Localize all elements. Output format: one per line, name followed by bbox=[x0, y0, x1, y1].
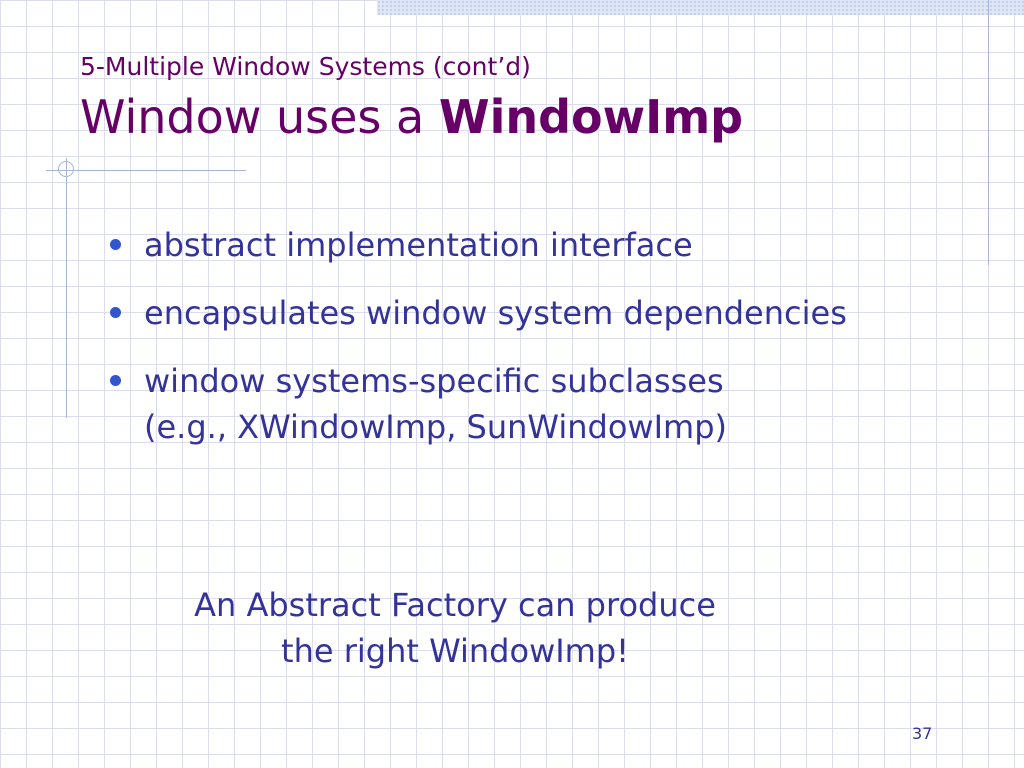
decorative-left-vertical-rule bbox=[66, 158, 67, 418]
slide-subtitle: 5-Multiple Window Systems (cont’d) bbox=[80, 52, 531, 81]
slide-title-bold: WindowImp bbox=[438, 90, 744, 144]
slide-note: An Abstract Factory can produce the righ… bbox=[140, 582, 770, 674]
slide-title-plain: Window uses a bbox=[80, 90, 439, 144]
bullet-dot-icon bbox=[110, 307, 121, 318]
bullet-dot-icon bbox=[110, 239, 121, 250]
decorative-circle bbox=[58, 161, 74, 177]
bullet-list: abstract implementation interface encaps… bbox=[100, 222, 847, 450]
page-number: 37 bbox=[912, 724, 933, 743]
decorative-left-horizontal-rule bbox=[46, 170, 246, 171]
note-line: An Abstract Factory can produce bbox=[194, 586, 716, 624]
bullet-dot-icon bbox=[110, 375, 121, 386]
bullet-item: abstract implementation interface bbox=[100, 222, 847, 268]
bullet-text: encapsulates window system dependencies bbox=[144, 294, 847, 332]
bullet-item: encapsulates window system dependencies bbox=[100, 290, 847, 336]
bullet-item: window systems-specific subclasses (e.g.… bbox=[100, 358, 847, 450]
decorative-top-band bbox=[377, 0, 1024, 15]
note-line: the right WindowImp! bbox=[281, 632, 629, 670]
decorative-right-rule bbox=[988, 0, 989, 265]
slide-title: Window uses a WindowImp bbox=[80, 92, 743, 143]
bullet-text: abstract implementation interface bbox=[144, 226, 693, 264]
bullet-text-continued: (e.g., XWindowImp, SunWindowImp) bbox=[144, 408, 727, 446]
bullet-text: window systems-specific subclasses bbox=[144, 362, 724, 400]
